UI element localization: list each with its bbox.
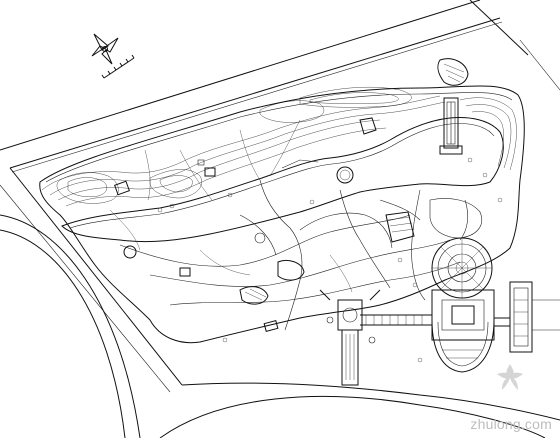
contour-lines-north <box>41 87 517 207</box>
lake <box>61 117 504 243</box>
north-arrow-icon <box>91 33 119 65</box>
south-entrance <box>319 289 432 386</box>
park-boundary <box>39 85 525 344</box>
flower-logo-icon <box>497 364 523 390</box>
path-network <box>109 119 482 331</box>
east-plaza <box>494 281 560 353</box>
scale-bar-icon <box>101 54 135 79</box>
garden-features <box>114 58 469 333</box>
watermark-text: zhulong.com <box>470 416 552 432</box>
main-plaza <box>431 237 495 373</box>
north-entrance <box>439 97 463 155</box>
tree-symbols <box>157 157 503 363</box>
